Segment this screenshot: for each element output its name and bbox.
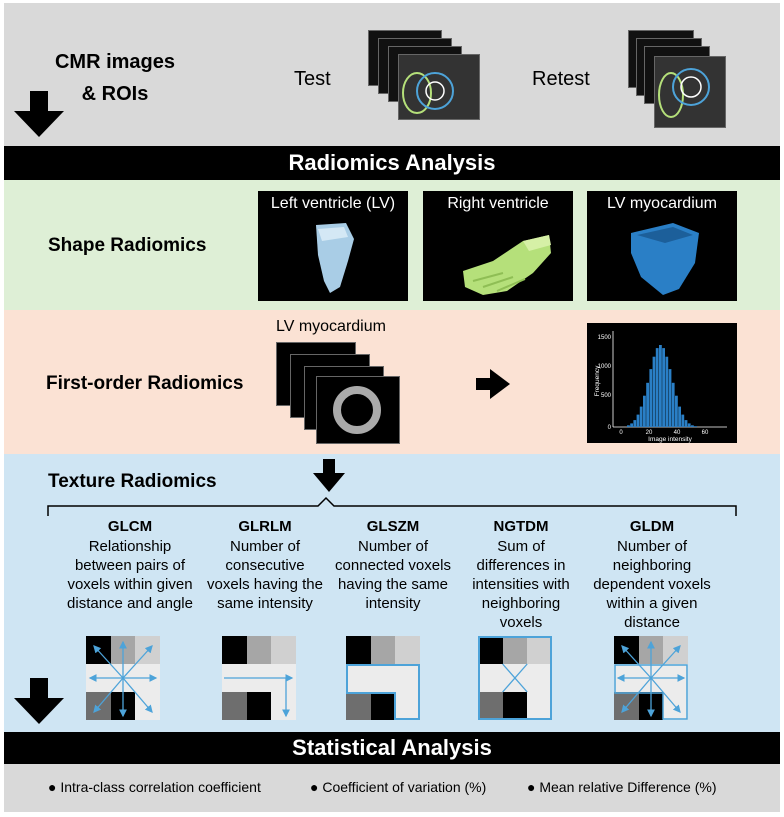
histogram-bar [681, 414, 685, 427]
texture-brace [47, 496, 737, 516]
cmr-title-line2: & ROIs [81, 83, 149, 105]
radiomics-analysis-header: Radiomics Analysis [4, 146, 780, 180]
histogram-bar [649, 369, 653, 427]
histogram-bar [665, 356, 669, 427]
histogram-bar [655, 348, 659, 427]
ngtdm-name: NGTDM [493, 518, 549, 535]
stats-section [4, 764, 780, 812]
bullet-icon: ● [527, 779, 536, 795]
myocardium-ring-icon [333, 386, 381, 434]
histogram-bar [671, 382, 675, 427]
bullet-icon: ● [48, 779, 57, 795]
histogram-bar [630, 423, 633, 427]
hist-ytick: 1500 [598, 335, 612, 341]
direction-arrows-icon [88, 640, 158, 718]
lv-3d-shape [316, 223, 354, 293]
roi-overlay-icon [402, 72, 454, 114]
histogram-bar [646, 382, 649, 427]
histogram-bar [678, 406, 681, 427]
shape-radiomics-title: Shape Radiomics [48, 235, 207, 256]
right-arrow-icon [476, 369, 510, 399]
roi-overlay-icon [658, 68, 710, 118]
dependence-arrows-icon [614, 640, 688, 720]
lv-shape-label: Left ventricle (LV) [270, 195, 396, 212]
lv-shape-panel: Left ventricle (LV) [258, 191, 408, 301]
glcm-grid [86, 636, 160, 720]
hist-xtick: 0 [619, 430, 623, 436]
histogram-bar [633, 420, 637, 427]
histogram-bar [675, 395, 678, 427]
glszm-name: GLSZM [366, 518, 420, 535]
lv-myocardium-shape-label: LV myocardium [607, 195, 717, 212]
histogram-bar [687, 423, 691, 427]
texture-radiomics-title: Texture Radiomics [48, 471, 217, 492]
stat-item-icc: ● Intra-class correlation coefficient [48, 779, 261, 795]
bullet-icon: ● [310, 779, 319, 795]
histogram-bar [643, 395, 646, 427]
rv-3d-shape [463, 235, 551, 295]
lv-myocardium-shape-panel: LV myocardium [587, 191, 737, 301]
hist-ytick: 0 [608, 425, 612, 431]
rv-shape-panel: Right ventricle [423, 191, 573, 301]
ngtdm-grid [478, 636, 552, 720]
retest-label: Retest [532, 68, 590, 90]
histogram-bar [662, 348, 665, 427]
gldm-name: GLDM [629, 518, 675, 535]
histogram-bar [691, 425, 694, 427]
histogram-bar [668, 369, 672, 427]
first-order-title: First-order Radiomics [46, 373, 244, 394]
histogram-bar [627, 425, 630, 427]
hist-ytick: 500 [601, 393, 612, 399]
gldm-grid [614, 636, 688, 720]
neighborhood-icon [478, 636, 552, 720]
histogram-bars [627, 345, 697, 427]
cmr-title-line1: CMR images [54, 51, 176, 73]
retest-image-stack [628, 30, 728, 130]
hist-xtick: 40 [674, 430, 681, 436]
hist-ylabel: Frequency [594, 365, 601, 396]
hist-xlabel: Image intensity [648, 436, 692, 443]
glrlm-grid [222, 636, 296, 720]
test-label: Test [294, 68, 331, 90]
rv-shape-label: Right ventricle [447, 195, 549, 212]
myocardium-3d-shape [631, 223, 699, 295]
zone-outline-icon [346, 664, 420, 720]
stat-item-cv: ● Coefficient of variation (%) [310, 779, 487, 795]
statistical-analysis-header: Statistical Analysis [4, 732, 780, 764]
test-image-stack [368, 30, 484, 126]
histogram-bar [694, 426, 697, 427]
histogram-bar [684, 420, 688, 427]
hist-xtick: 20 [646, 430, 653, 436]
hist-ytick: 1000 [598, 364, 612, 370]
histogram-bar [639, 406, 643, 427]
histogram-bar [652, 356, 656, 427]
stat-item-mrd: ● Mean relative Difference (%) [527, 779, 717, 795]
hist-xtick: 60 [702, 430, 709, 436]
cmr-title: CMR images & ROIs [30, 46, 200, 110]
myocardium-image-stack [276, 342, 400, 444]
down-arrow-icon [14, 91, 64, 137]
run-arrows-icon [224, 674, 294, 718]
histogram-bar [636, 414, 640, 427]
histogram-bar [659, 345, 662, 427]
glszm-grid [346, 636, 420, 720]
glrlm-name: GLRLM [238, 518, 292, 535]
down-arrow-icon [313, 459, 345, 492]
lv-myocardium-stack-label: LV myocardium [276, 318, 386, 335]
intensity-histogram: 1500 1000 500 0 0 20 40 60 Image intensi… [587, 323, 737, 443]
down-arrow-icon [14, 678, 64, 724]
glcm-name: GLCM [107, 518, 153, 535]
